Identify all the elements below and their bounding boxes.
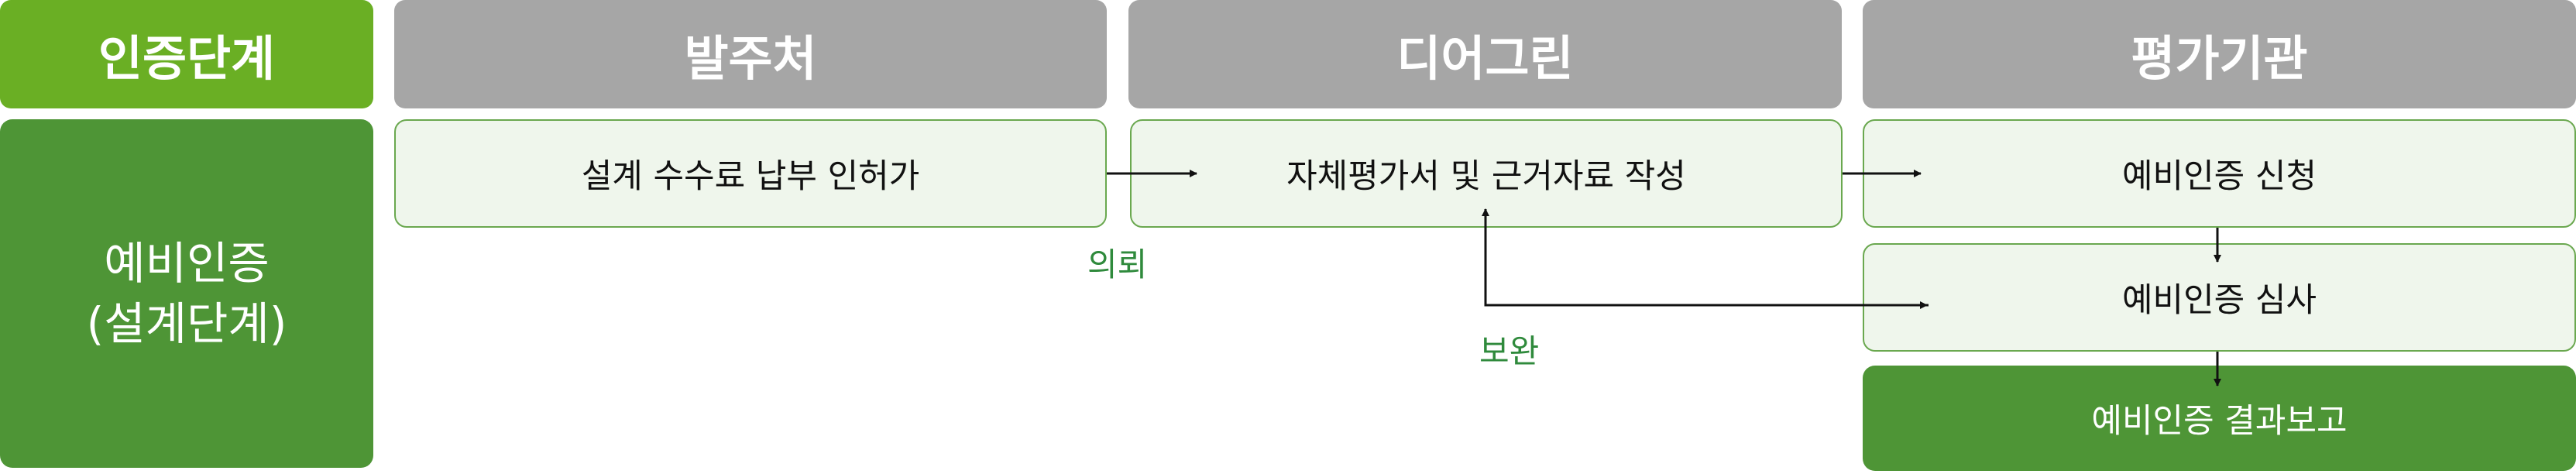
- note-request: 의뢰: [1087, 246, 1148, 283]
- stage-label-line2: (설계단계): [86, 297, 287, 350]
- box-apply: 예비인증 신청: [1863, 119, 2576, 228]
- header-stage: 인증단계: [0, 0, 373, 108]
- note-supplement: 보완: [1479, 332, 1540, 370]
- header-agency: 평가기관: [1863, 0, 2576, 108]
- header-client: 발주처: [394, 0, 1107, 108]
- header-designgreen: 디어그린: [1128, 0, 1842, 108]
- box-client-task: 설계 수수료 납부 인허가: [394, 119, 1107, 228]
- stage-preliminary-certification: 예비인증 (설계단계): [0, 119, 373, 468]
- stage-label-line1: 예비인증: [104, 237, 270, 290]
- arrow-review-to-designgreen-supplement: [1482, 208, 1929, 307]
